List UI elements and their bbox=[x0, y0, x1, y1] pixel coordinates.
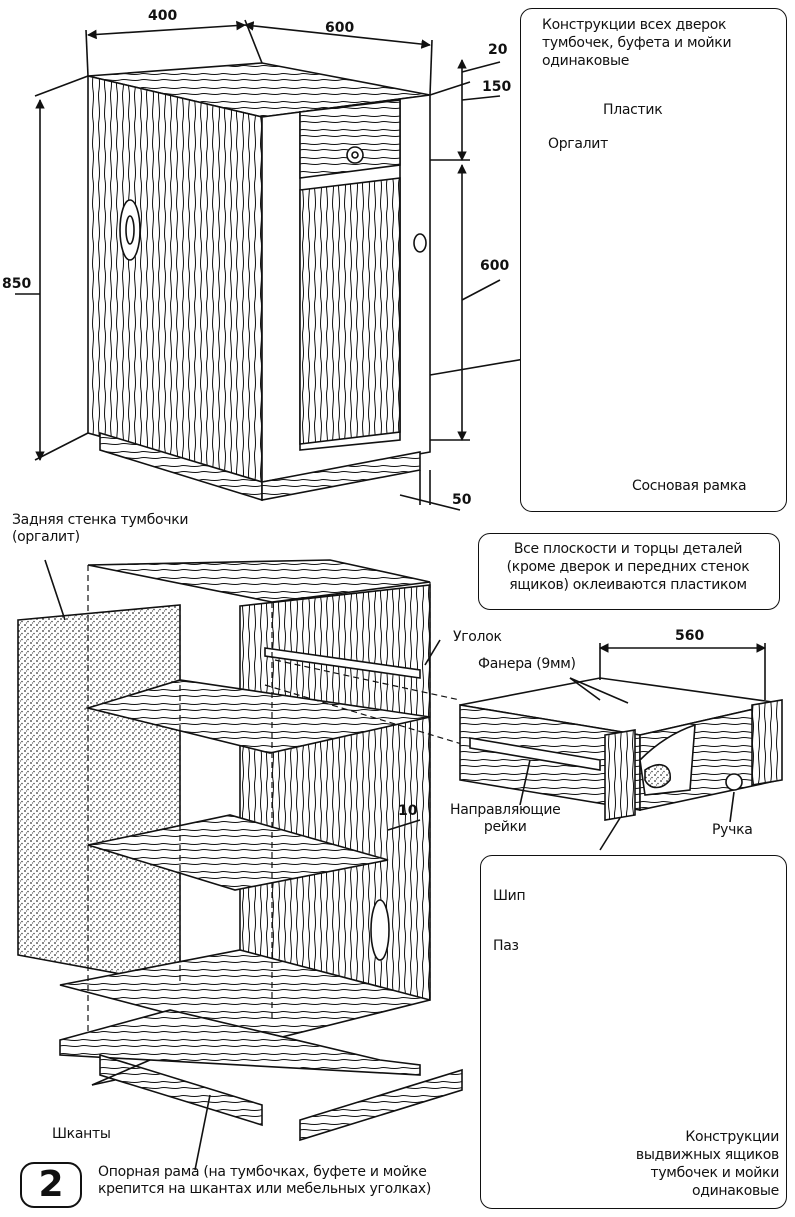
label-tenon: Шип bbox=[493, 888, 526, 904]
cabinet-assembled bbox=[15, 19, 549, 511]
plastic-note-line: Все плоскости и торцы деталей bbox=[513, 541, 743, 557]
figure-number: 2 bbox=[20, 1162, 82, 1208]
drawer-joints-frame bbox=[480, 855, 787, 1209]
label-corner: Уголок bbox=[453, 629, 502, 645]
caption-line: Опорная рама (на тумбочках, буфете и мой… bbox=[98, 1164, 427, 1180]
drawer-note: Конструкции выдвижных ящиков тумбочек и … bbox=[572, 1128, 795, 1200]
back-wall-label: Задняя стенка тумбочки (оргалит) bbox=[12, 512, 189, 546]
plastic-note-line: (кроме дверок и передних стенок bbox=[506, 559, 750, 575]
dim-400: 400 bbox=[148, 8, 178, 24]
door-note-line: тумбочек, буфета и мойки bbox=[542, 35, 732, 51]
label-plastic: Пластик bbox=[603, 102, 663, 118]
door-note: Конструкции всех дверок тумбочек, буфета… bbox=[542, 16, 732, 70]
label-plywood: Фанера (9мм) bbox=[478, 656, 576, 672]
caption: Опорная рама (на тумбочках, буфете и мой… bbox=[98, 1164, 431, 1198]
door-note-line: одинаковые bbox=[542, 53, 630, 69]
label-dowels: Шканты bbox=[52, 1126, 111, 1142]
back-wall-line: Задняя стенка тумбочки bbox=[12, 512, 189, 528]
caption-line: крепится на шкантах или мебельных уголка… bbox=[98, 1181, 432, 1197]
plastic-note-frame bbox=[478, 533, 780, 610]
door-note-line: Конструкции всех дверок bbox=[542, 17, 727, 33]
back-wall-line: (оргалит) bbox=[12, 529, 80, 545]
guide-rails-line: рейки bbox=[483, 819, 527, 835]
plastic-note: Все плоскости и торцы деталей (кроме две… bbox=[478, 540, 778, 594]
dim-850: 850 bbox=[2, 276, 32, 292]
dim-600-side: 600 bbox=[480, 258, 510, 274]
plastic-note-line: ящиков) оклеиваются пластиком bbox=[509, 577, 747, 593]
drawer-note-line: Конструкции bbox=[685, 1129, 779, 1145]
drawer-note-line: тумбочек и мойки одинаковые bbox=[650, 1165, 779, 1199]
exploded-cabinet bbox=[17, 559, 466, 1171]
dim-20: 20 bbox=[488, 42, 508, 58]
guide-rails-line: Направляющие bbox=[450, 802, 561, 818]
dim-600-top: 600 bbox=[325, 20, 355, 36]
label-guide-rails: Направляющие рейки bbox=[450, 802, 561, 836]
dim-10: 10 bbox=[398, 803, 418, 819]
dim-560: 560 bbox=[675, 628, 705, 644]
drawer-assembly bbox=[459, 643, 783, 851]
label-orgalit: Оргалит bbox=[548, 136, 608, 152]
dim-50: 50 bbox=[452, 492, 472, 508]
door-detail-frame bbox=[520, 8, 787, 512]
dim-150: 150 bbox=[482, 79, 512, 95]
drawer-note-line: выдвижных ящиков bbox=[635, 1147, 779, 1163]
label-pine-frame: Сосновая рамка bbox=[632, 478, 747, 494]
label-handle: Ручка bbox=[712, 822, 753, 838]
label-groove: Паз bbox=[493, 938, 519, 954]
